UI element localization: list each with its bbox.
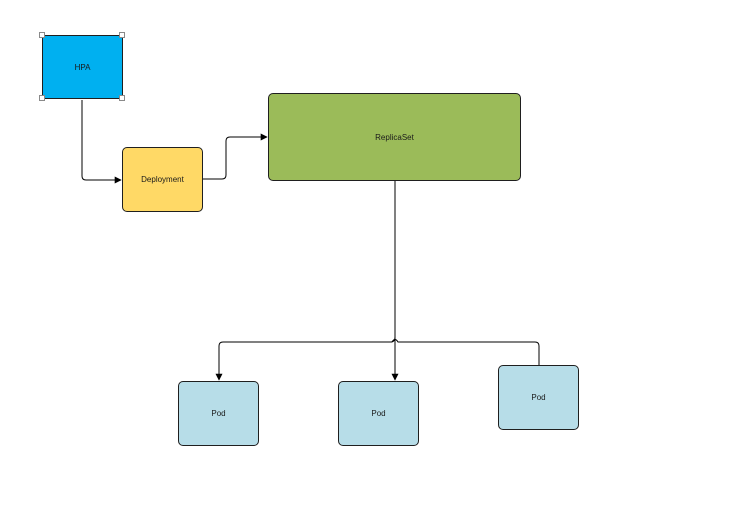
pod-node-1[interactable]: Pod (178, 381, 259, 446)
connector-replicaset-pod-1[interactable] (215, 336, 396, 381)
connector-deployment-replicaset[interactable] (203, 133, 268, 180)
connector-hpa-deployment[interactable] (81, 100, 122, 184)
selection-handle-top-left[interactable] (39, 32, 45, 38)
pod-label-2: Pod (371, 409, 386, 418)
hpa-label: HPA (74, 62, 91, 72)
deployment-node[interactable]: Deployment (122, 147, 203, 212)
pod-node-2[interactable]: Pod (338, 381, 419, 446)
pod-label-3: Pod (531, 393, 546, 402)
selection-handle-top-right[interactable] (119, 32, 125, 38)
replicaset-label: ReplicaSet (375, 132, 414, 142)
replicaset-node[interactable]: ReplicaSet (268, 93, 521, 181)
selection-handle-bottom-left[interactable] (39, 95, 45, 101)
pod-node-3[interactable]: Pod (498, 365, 579, 430)
pod-label-1: Pod (211, 409, 226, 418)
connector-replicaset-pod-3[interactable] (391, 339, 540, 366)
deployment-label: Deployment (141, 175, 184, 184)
selection-handle-bottom-right[interactable] (119, 95, 125, 101)
hpa-node[interactable]: HPA (42, 35, 123, 99)
